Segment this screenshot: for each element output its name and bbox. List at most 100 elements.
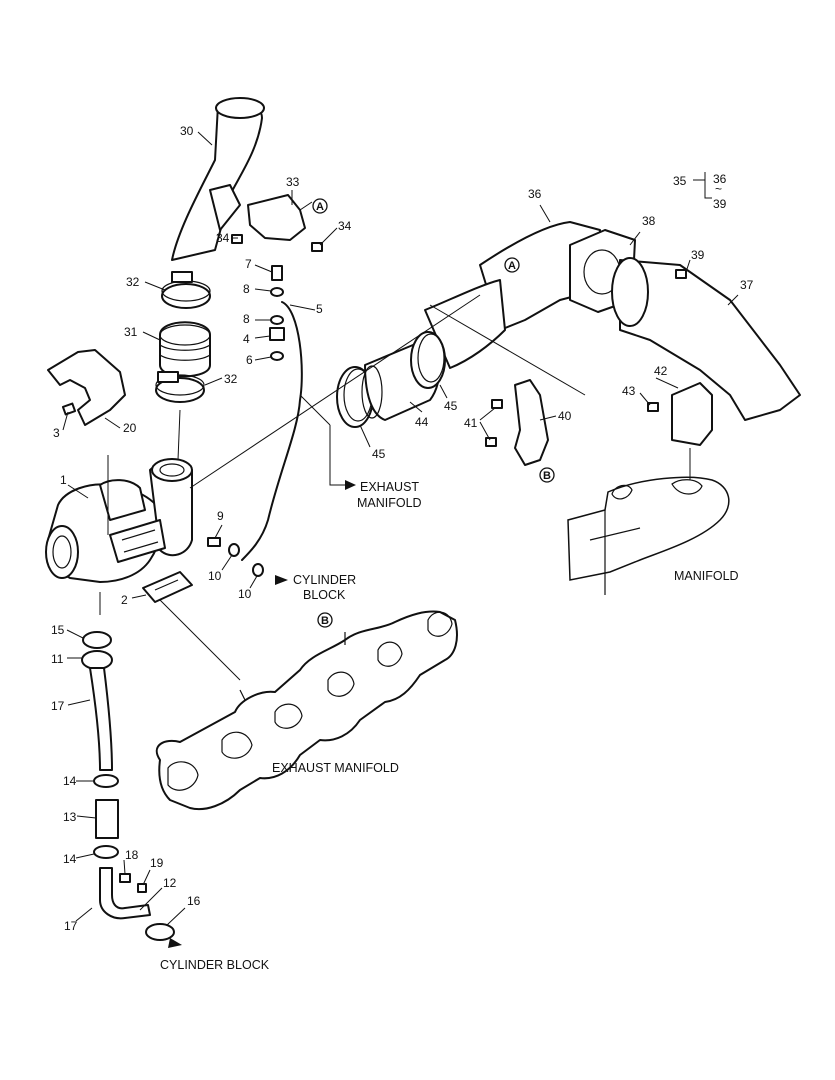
washer-10b <box>252 563 264 577</box>
callout-7: 7 <box>245 257 252 271</box>
callout-30: 30 <box>180 124 194 138</box>
callout-42: 42 <box>654 364 668 378</box>
callout-38: 38 <box>642 214 656 228</box>
callout-31: 31 <box>124 325 138 339</box>
turbocharger <box>45 458 193 583</box>
callout-41: 41 <box>464 416 478 430</box>
callout-8b: 8 <box>243 312 250 326</box>
callout-16: 16 <box>187 894 201 908</box>
callout-45b: 45 <box>372 447 386 461</box>
callout-tilde: ~ <box>715 182 722 196</box>
svg-text:B: B <box>543 470 551 482</box>
turbo-bracket <box>47 349 126 426</box>
clamp-45b <box>410 331 446 389</box>
bolt-34b <box>311 242 323 252</box>
reference-mark-b1: B <box>539 467 555 483</box>
bolt-34a <box>231 234 243 244</box>
arrow-cylinder-block-bottom <box>168 938 182 948</box>
callout-5: 5 <box>316 302 323 316</box>
callout-36b: 36 <box>713 172 727 186</box>
bracket-42 <box>671 382 713 446</box>
callout-32b: 32 <box>224 372 238 386</box>
drain-pipe-17 <box>89 667 113 771</box>
callout-10a: 10 <box>208 569 222 583</box>
label-cylinder-block: CYLINDER BLOCK <box>160 958 270 972</box>
drain-tube-12 <box>99 867 151 920</box>
callout-4: 4 <box>243 332 250 346</box>
svg-text:B: B <box>321 615 329 627</box>
arrow-cylinder-block <box>275 575 288 585</box>
part-number-callouts: 30 33 34 34 32 31 32 7 8 8 4 6 5 3 20 1 … <box>51 124 754 933</box>
flange-11 <box>81 650 113 670</box>
label-intake-manifold: MANIFOLD <box>674 569 739 583</box>
callout-44: 44 <box>415 415 429 429</box>
gasket-16 <box>145 923 175 941</box>
destination-labels: EXHAUST MANIFOLD CYLINDER BLOCK EXHAUST … <box>160 480 739 972</box>
washer-8b <box>270 315 284 325</box>
callout-37: 37 <box>740 278 754 292</box>
callout-11: 11 <box>51 652 64 666</box>
intake-manifold-outline <box>567 476 730 595</box>
clamp-14a <box>93 774 119 788</box>
callout-34b: 34 <box>338 219 352 233</box>
callout-43: 43 <box>622 384 636 398</box>
label-exhaust: EXHAUST <box>360 480 419 494</box>
callout-15: 15 <box>51 623 65 637</box>
callout-17b: 17 <box>64 919 78 933</box>
hose-13 <box>95 799 119 839</box>
label-manifold: MANIFOLD <box>357 496 422 510</box>
callout-19: 19 <box>150 856 164 870</box>
svg-text:A: A <box>508 260 516 272</box>
callout-39b: 39 <box>713 197 727 211</box>
hose-31 <box>159 321 211 378</box>
exhaust-manifold <box>155 610 458 810</box>
banjo-9 <box>207 537 221 547</box>
clamp-32a <box>161 271 211 309</box>
reference-mark-a1: A <box>312 198 328 214</box>
bolt-19 <box>137 883 147 893</box>
washer-6 <box>270 351 284 361</box>
callout-45a: 45 <box>444 399 458 413</box>
callout-9: 9 <box>217 509 224 523</box>
callout-33: 33 <box>286 175 300 189</box>
callout-34a: 34 <box>216 231 230 245</box>
arrow-exhaust-manifold <box>345 480 356 490</box>
callout-13: 13 <box>63 810 77 824</box>
callout-10b: 10 <box>238 587 252 601</box>
callout-36a: 36 <box>528 187 542 201</box>
reference-mark-b2: B <box>317 612 333 628</box>
clamp-32b <box>155 371 205 403</box>
exhaust-pipe-37 <box>611 257 801 421</box>
callout-8a: 8 <box>243 282 250 296</box>
washer-8a <box>270 287 284 297</box>
callout-40: 40 <box>558 409 572 423</box>
callout-17a: 17 <box>51 699 65 713</box>
bracket-33 <box>247 194 306 241</box>
connector-4 <box>269 327 285 341</box>
bolt-41b <box>485 437 497 447</box>
callout-32a: 32 <box>126 275 140 289</box>
label-exhaust-manifold: EXHAUST MANIFOLD <box>272 761 399 775</box>
callout-20: 20 <box>123 421 137 435</box>
bolt-18 <box>119 873 131 883</box>
gasket-15 <box>82 631 112 649</box>
bracket-40 <box>514 379 549 466</box>
clamp-14b <box>93 845 119 859</box>
svg-text:A: A <box>316 201 324 213</box>
callout-12: 12 <box>163 876 177 890</box>
bolt-39 <box>675 269 687 279</box>
bolt-41a <box>491 399 503 409</box>
callout-3: 3 <box>53 426 60 440</box>
callout-14b: 14 <box>63 852 77 866</box>
callout-14a: 14 <box>63 774 77 788</box>
turbo-gasket <box>142 571 193 603</box>
washer-10a <box>228 543 240 557</box>
callout-1: 1 <box>60 473 67 487</box>
bolt-43 <box>647 402 659 412</box>
callout-39a: 39 <box>691 248 705 262</box>
label-block: BLOCK <box>303 588 346 602</box>
callout-2: 2 <box>121 593 128 607</box>
label-cylinder: CYLINDER <box>293 573 356 587</box>
callout-35: 35 <box>673 174 687 188</box>
bolt-7 <box>271 265 283 281</box>
